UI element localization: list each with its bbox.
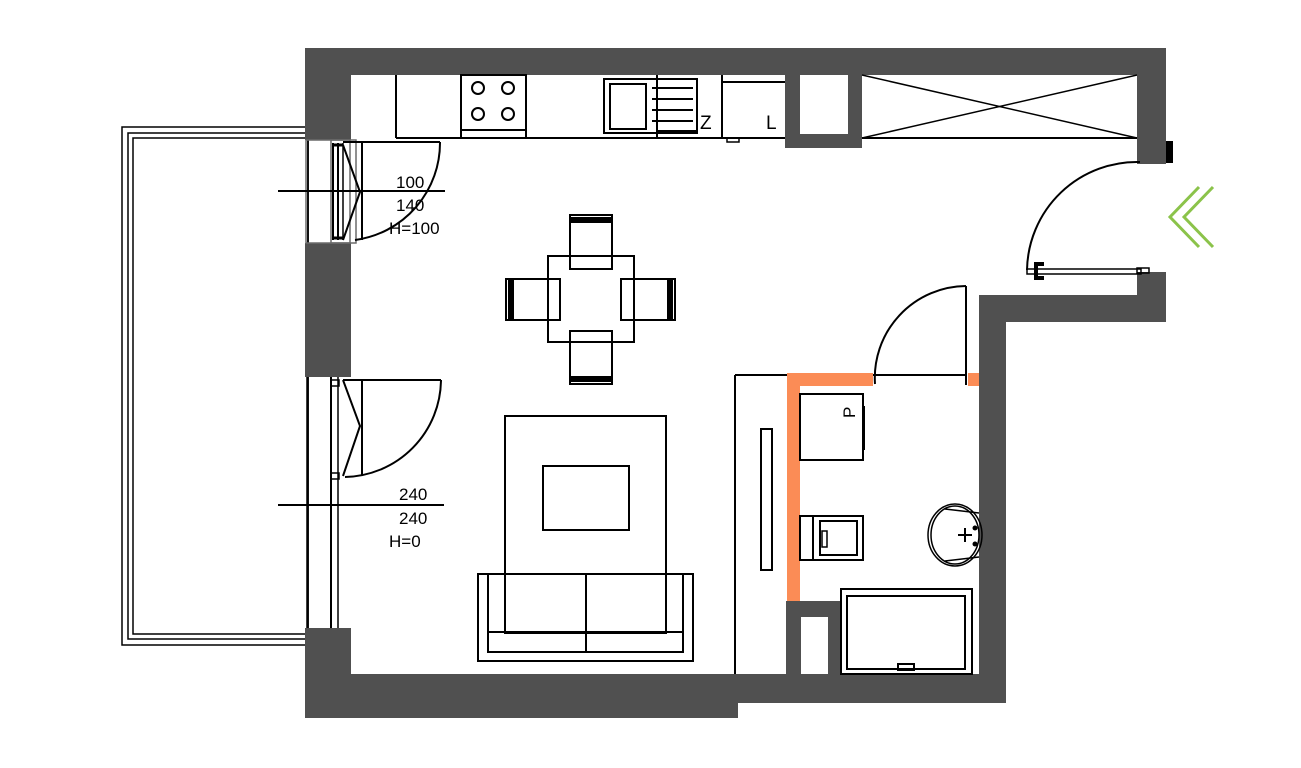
window-upper: 100 140 H=100 xyxy=(278,139,445,244)
window-height-label: 140 xyxy=(396,196,424,215)
fridge-label: Z xyxy=(700,113,712,134)
stove-icon xyxy=(460,74,527,139)
washbasin-icon xyxy=(927,503,983,567)
shaft xyxy=(785,48,862,148)
washer-label: P xyxy=(840,407,859,418)
door-sill-label: H=0 xyxy=(389,532,421,551)
door-width-label: 240 xyxy=(399,485,427,504)
sofa-icon xyxy=(477,573,694,662)
sink-icon xyxy=(603,75,698,138)
dining-table-icon xyxy=(505,214,676,385)
wardrobe xyxy=(861,74,1138,139)
balcony xyxy=(121,126,309,646)
washing-machine-icon: P xyxy=(799,393,865,461)
entrance-door xyxy=(1026,160,1150,280)
exterior-walls xyxy=(305,48,1173,718)
door-height-label: 240 xyxy=(399,509,427,528)
double-chevron-left-icon xyxy=(1167,185,1215,249)
toilet-icon xyxy=(799,515,864,561)
dishwasher-label: L xyxy=(766,113,777,134)
living-area xyxy=(477,415,694,662)
balcony-door: 240 240 H=0 xyxy=(278,377,444,628)
bathroom: P xyxy=(734,285,983,676)
window-width-label: 100 xyxy=(396,173,424,192)
kitchen-counter: Z L xyxy=(395,74,785,143)
bathtub-icon xyxy=(840,588,973,675)
window-sill-label: H=100 xyxy=(389,219,440,238)
